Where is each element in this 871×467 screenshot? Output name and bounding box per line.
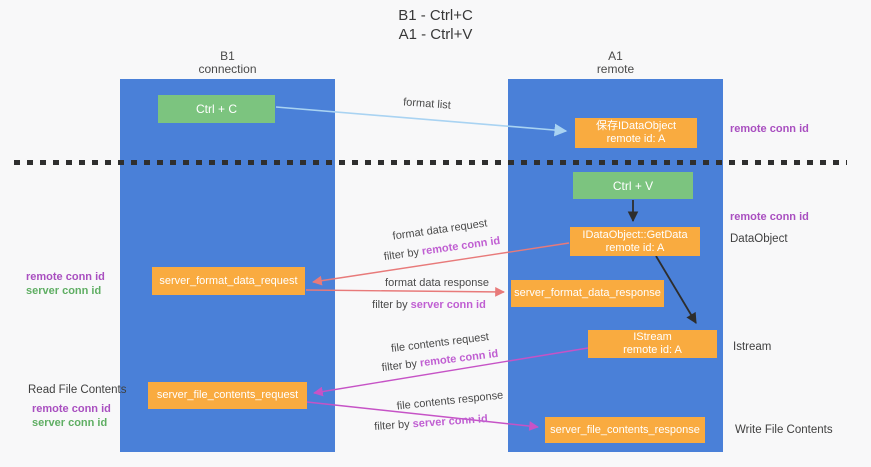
getdata-line2: remote id: A: [605, 241, 665, 254]
save-dataobject-box: 保存IDataObject remote id: A: [575, 118, 697, 148]
server-file-contents-response-label: server_file_contents_response: [550, 423, 700, 436]
filter-by-prefix: filter by: [373, 418, 411, 433]
save-dataobject-line1: 保存IDataObject: [595, 120, 677, 132]
ctrl-v-label: Ctrl + V: [612, 178, 654, 193]
filter-by-prefix: filter by: [383, 246, 420, 264]
getdata-box: IDataObject::GetData remote id: A: [570, 227, 700, 256]
format-list-label: format list: [402, 96, 452, 112]
server-format-data-request-label: server_format_data_request: [159, 274, 298, 287]
remote-conn-id-highlight: remote conn id: [419, 347, 499, 370]
getdata-line1: IDataObject::GetData: [582, 228, 688, 241]
server-format-data-response-box: server_format_data_response: [511, 280, 664, 307]
server-file-contents-request-box: server_file_contents_request: [148, 382, 307, 409]
server-conn-id-label-mid-left: server conn id: [26, 285, 102, 297]
filter-by-prefix: filter by: [381, 357, 418, 375]
session-divider-dashed-line: [14, 160, 847, 165]
ctrl-v-box: Ctrl + V: [573, 172, 693, 199]
istream-line2: remote id: A: [623, 344, 682, 356]
remote-conn-id-highlight: remote conn id: [421, 234, 501, 258]
save-dataobject-line2: remote id: A: [606, 133, 666, 145]
istream-line1: IStream: [633, 331, 672, 343]
lifeline-a1-role: remote: [596, 62, 635, 76]
server-format-data-response-label: server_format_data_response: [514, 287, 661, 299]
title-line-1: B1 - Ctrl+C: [398, 7, 473, 24]
server-conn-id-highlight: server conn id: [412, 413, 489, 431]
lifeline-b1-name: B1: [220, 49, 235, 63]
server-file-contents-response-box: server_file_contents_response: [545, 417, 705, 443]
diagram-title: B1 - Ctrl+C A1 - Ctrl+V: [0, 6, 871, 44]
title-line-2: A1 - Ctrl+V: [398, 26, 473, 43]
ctrl-c-label: Ctrl + C: [195, 102, 237, 116]
server-format-data-request-box: server_format_data_request: [152, 267, 305, 295]
arrow-format-data-response: [305, 287, 505, 297]
lifeline-header-b1: B1 connection: [120, 50, 335, 76]
server-file-contents-request-label: server_file_contents_request: [156, 389, 299, 401]
server-conn-id-label-bottom-left: server conn id: [32, 417, 108, 429]
dataobject-label: DataObject: [730, 233, 788, 245]
filter-by-prefix: filter by: [372, 299, 408, 311]
remote-conn-id-label-top-right: remote conn id: [730, 123, 809, 135]
remote-conn-id-label-mid-left: remote conn id: [26, 271, 105, 283]
ctrl-c-box: Ctrl + C: [158, 95, 275, 123]
remote-conn-id-label-bottom-left: remote conn id: [32, 403, 111, 415]
istream-side-label: Istream: [733, 341, 772, 353]
file-contents-response-label: file contents response: [396, 389, 504, 413]
server-conn-id-highlight: server conn id: [410, 299, 486, 311]
read-file-contents-label: Read File Contents: [28, 384, 127, 396]
remote-conn-id-label-mid-right: remote conn id: [730, 211, 809, 223]
write-file-contents-label: Write File Contents: [735, 424, 833, 436]
lifeline-a1-name: A1: [608, 49, 623, 63]
istream-box: IStream remote id: A: [588, 330, 717, 358]
lifeline-b1-role: connection: [198, 62, 257, 76]
lifeline-header-a1: A1 remote: [508, 50, 723, 76]
format-data-response-label: format data response: [385, 277, 489, 289]
